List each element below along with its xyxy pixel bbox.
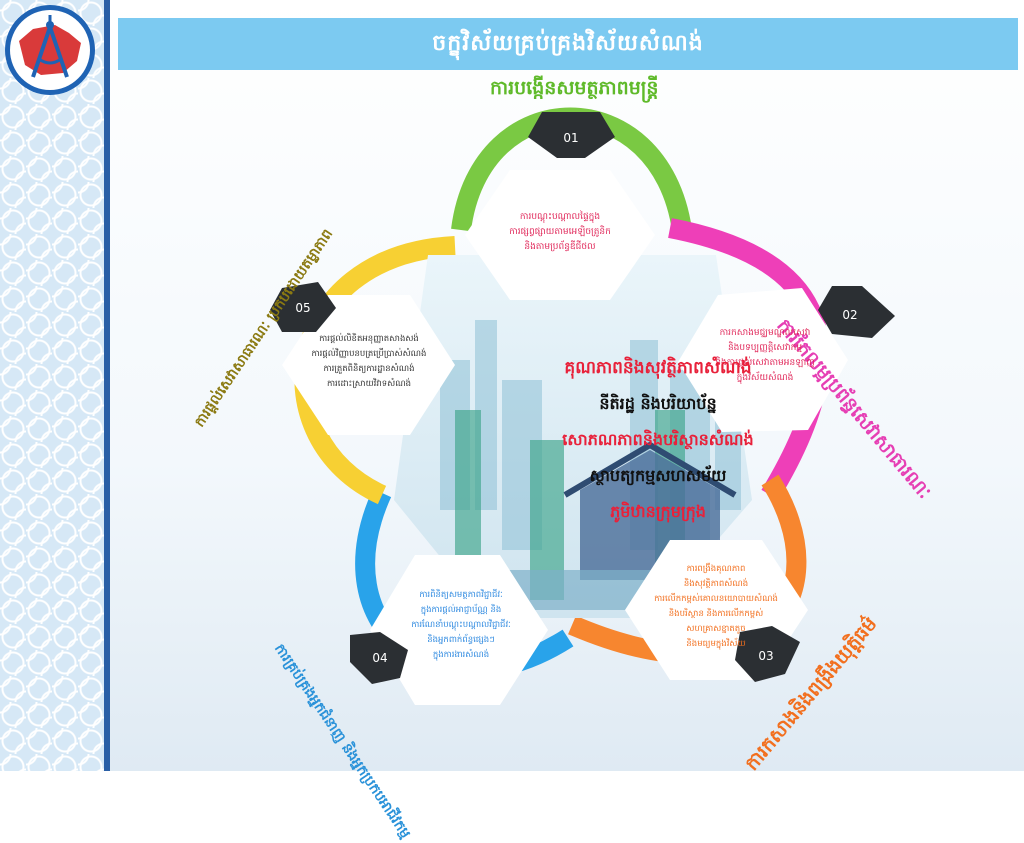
tag-03-number: 03 bbox=[758, 649, 773, 663]
tag-05-number: 05 bbox=[295, 301, 310, 315]
hex-04-line: ក្នុងការងារសំណង់ bbox=[432, 650, 490, 660]
center-line-rule-of-law: នីតិរដ្ឋ និងបរិយាប័ន្ន bbox=[599, 394, 717, 413]
hex-04-line: ការពិនិត្យសមត្ថភាពវិជ្ជាជីវៈ bbox=[419, 590, 503, 600]
hex-04-line: ក្នុងការផ្តល់អាជ្ញាប័ណ្ណ និង bbox=[420, 605, 502, 615]
hex-04 bbox=[370, 555, 548, 705]
hex-02-line: និងបទប្បញ្ញត្តិសេវាកម្ម bbox=[727, 343, 803, 353]
vision-diagram: 01 02 03 04 05 ការបង្កើនសមត្ថភាពមន្ត្រី … bbox=[110, 70, 1024, 841]
center-line-aesthetics: សោភណភាពនិងបរិស្ថានសំណង់ bbox=[562, 430, 754, 449]
hex-01-text: ការបណ្តុះបណ្តាលផ្ទៃក្នុង ការផ្សព្វផ្សាយត… bbox=[475, 210, 645, 255]
tag-04: 04 bbox=[350, 632, 408, 684]
hex-02-line: ការកសាងមជ្ឈមណ្ឌលសេវា bbox=[719, 328, 811, 338]
hex-01-line: ការបណ្តុះបណ្តាលផ្ទៃក្នុង bbox=[519, 212, 601, 222]
hex-05-line: ការត្រួតពិនិត្យការដ្ឋានសំណង់ bbox=[323, 364, 415, 374]
diagram-shapes: 01 02 03 04 05 bbox=[270, 107, 895, 705]
ministry-emblem-icon bbox=[5, 5, 95, 95]
tag-04-number: 04 bbox=[372, 651, 387, 665]
hex-05-line: ការផ្តល់វិញ្ញាបនបត្រប្រើប្រាស់សំណង់ bbox=[311, 349, 427, 359]
hex-04-text: ការពិនិត្យសមត្ថភាពវិជ្ជាជីវៈ ក្នុងការផ្ត… bbox=[378, 588, 544, 663]
center-line-architecture: ស្ថាបត្យកម្មសហសម័យ bbox=[589, 466, 727, 485]
hex-03-line: និងបរិស្ថាន និងការលើកកម្ពស់ bbox=[668, 609, 764, 619]
petal-label-01: ការបង្កើនសមត្ថភាពមន្ត្រី bbox=[490, 77, 659, 99]
tag-01: 01 bbox=[528, 112, 615, 158]
hex-02-text: ការកសាងមជ្ឈមណ្ឌលសេវា និងបទប្បញ្ញត្តិសេវា… bbox=[685, 326, 845, 386]
hex-01-line: និងតាមប្រព័ន្ធឌីជីថល bbox=[524, 242, 596, 252]
hex-05 bbox=[282, 295, 455, 435]
hex-04-line: និងអ្នកពាក់ព័ន្ធផ្សេងៗ bbox=[427, 635, 495, 645]
hex-03-line: ការលើកកម្ពស់គោលនយោបាយសំណង់ bbox=[654, 594, 778, 604]
hex-02-line: និងការផ្តល់សេវាតាមអនឡាញ bbox=[715, 358, 815, 368]
hex-04-line: ការណែនាំបណ្តុះបណ្តាលវិជ្ជាជីវៈ bbox=[411, 620, 511, 630]
tag-03: 03 bbox=[735, 626, 800, 682]
sidebar-divider bbox=[104, 0, 110, 771]
hex-02 bbox=[678, 288, 848, 432]
hex-01 bbox=[465, 170, 655, 300]
hex-03-line: ការពង្រឹងគុណភាព bbox=[686, 564, 746, 574]
center-line-urban: ភូមិឋានក្រុមក្រុង bbox=[610, 502, 706, 521]
hex-03-line: និងមធ្យមក្នុងវិស័យ bbox=[686, 639, 746, 649]
hex-03-text: ការពង្រឹងគុណភាព និងសុវត្ថិភាពសំណង់ ការលើ… bbox=[630, 562, 802, 652]
hex-01-line: ការផ្សព្វផ្សាយតាមអេឡិចត្រូនិក bbox=[509, 227, 611, 237]
decorative-sidebar bbox=[0, 0, 104, 771]
center-text: គុណភាពនិងសុវត្ថិភាពសំណង់ នីតិរដ្ឋ និងបរិ… bbox=[498, 350, 818, 530]
hex-03-line: និងសុវត្ថិភាពសំណង់ bbox=[683, 579, 749, 589]
page-title: ចក្ខុវិស័យគ្រប់គ្រងវិស័យសំណង់ bbox=[432, 31, 704, 56]
tag-02: 02 bbox=[818, 286, 895, 338]
hex-05-text: ការផ្តល់លិខិតអនុញ្ញាតសាងសង់ ការផ្តល់វិញ្… bbox=[286, 332, 452, 392]
hex-02-line: ក្នុងវិស័យសំណង់ bbox=[736, 373, 794, 383]
tag-05: 05 bbox=[270, 282, 336, 332]
tag-02-number: 02 bbox=[842, 308, 857, 322]
center-line-quality: គុណភាពនិងសុវត្ថិភាពសំណង់ bbox=[564, 358, 752, 378]
city-illustration bbox=[394, 255, 752, 618]
title-bar: ចក្ខុវិស័យគ្រប់គ្រងវិស័យសំណង់ bbox=[118, 18, 1018, 70]
hex-05-line: ការផ្តល់លិខិតអនុញ្ញាតសាងសង់ bbox=[319, 334, 419, 344]
tag-01-number: 01 bbox=[563, 131, 578, 145]
hex-05-line: ការដោះស្រាយវិវាទសំណង់ bbox=[326, 379, 412, 389]
hex-03-line: សហគ្រាសខ្នាតតូច bbox=[686, 624, 746, 634]
